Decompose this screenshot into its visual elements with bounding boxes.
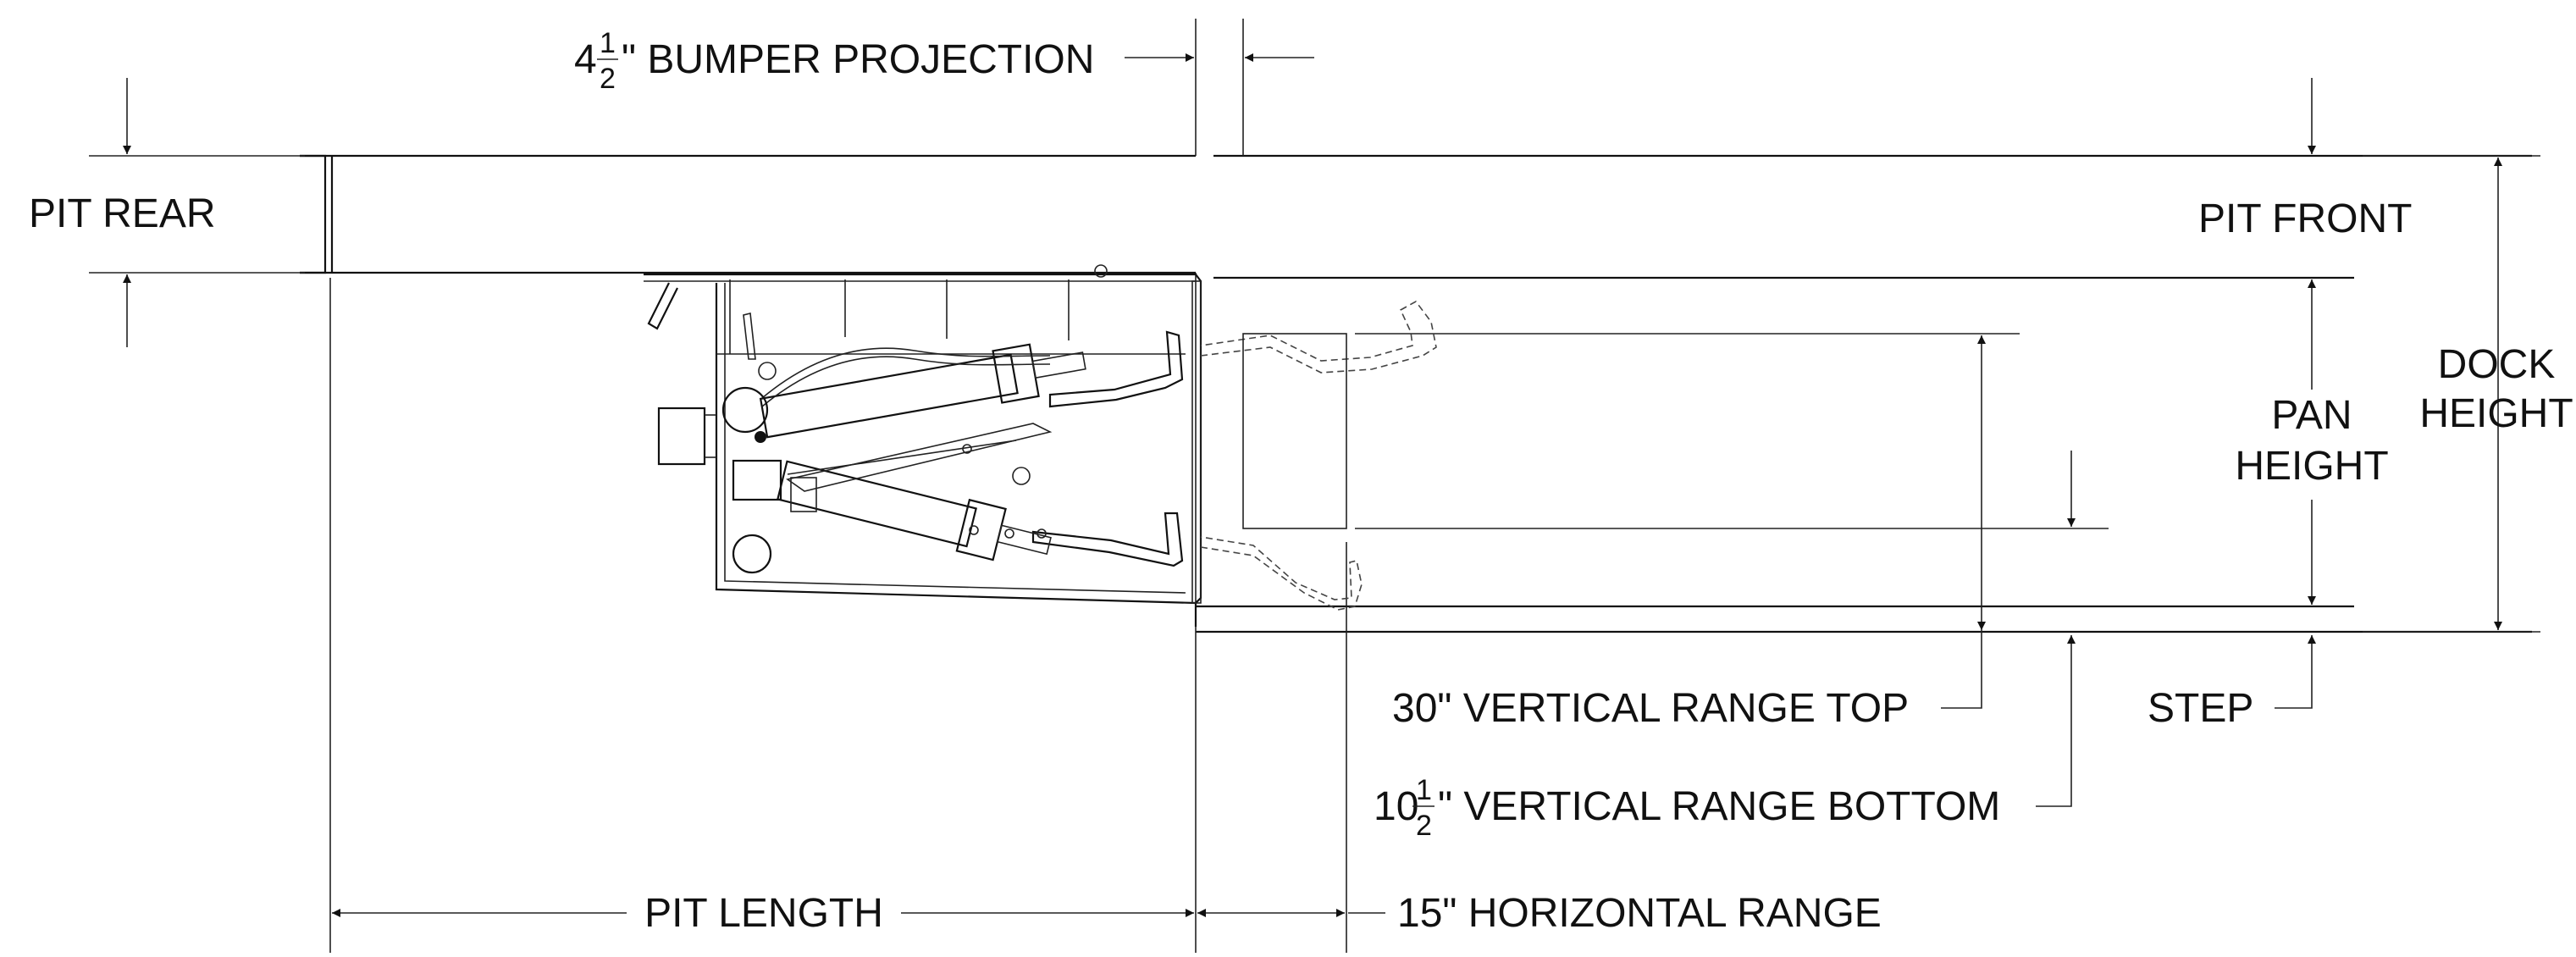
bumper-projection-whole: 4	[574, 37, 597, 82]
bumper-projection-denominator: 2	[600, 63, 616, 95]
label-pan-height-line1: PAN	[2271, 393, 2352, 438]
vertical-range-bottom-numerator: 1	[1416, 774, 1432, 806]
lip-phantom-positions	[1200, 300, 1437, 611]
dimension-arrows	[123, 53, 2502, 917]
leveler-mechanism	[644, 264, 1202, 627]
label-horizontal-range: 15" HORIZONTAL RANGE	[1397, 891, 1882, 936]
label-step: STEP	[2148, 686, 2253, 731]
label-dock-height-line1: DOCK	[2438, 342, 2556, 387]
label-pit-length: PIT LENGTH	[644, 891, 883, 936]
label-vertical-range-top: 30" VERTICAL RANGE TOP	[1392, 686, 1909, 731]
label-pan-height-line2: HEIGHT	[2235, 444, 2388, 489]
bumper-projection-numerator: 1	[600, 27, 616, 59]
label-pit-front: PIT FRONT	[2198, 196, 2412, 241]
bumper-projection-text: " BUMPER PROJECTION	[622, 37, 1094, 82]
label-dock-height-line2: HEIGHT	[2419, 391, 2573, 436]
vertical-range-bottom-whole: 10	[1374, 784, 1418, 829]
pit-outline	[300, 154, 2532, 633]
label-vertical-range-bottom: 10 1 2 " VERTICAL RANGE BOTTOM	[1374, 774, 2000, 842]
vertical-range-bottom-text: " VERTICAL RANGE BOTTOM	[1438, 784, 2000, 829]
vertical-range-bottom-denominator: 2	[1416, 810, 1432, 842]
label-pit-rear: PIT REAR	[29, 191, 216, 236]
label-bumper-projection: 4 1 2 " BUMPER PROJECTION	[574, 27, 1094, 95]
extension-lines	[89, 19, 2540, 953]
